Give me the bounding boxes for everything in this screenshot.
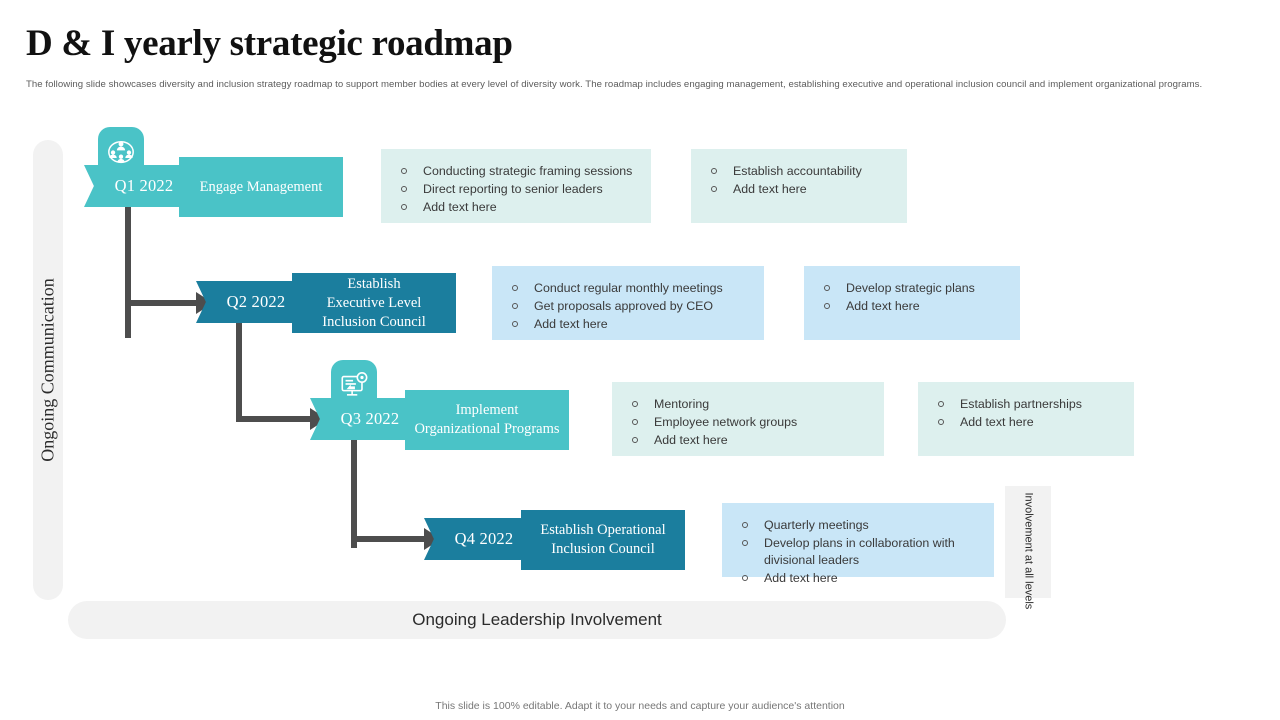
list-item: Add text here — [630, 432, 870, 449]
connector-q1-vertical — [125, 205, 131, 338]
connector-q1-horizontal — [125, 300, 207, 306]
bullet-list: Develop strategic plans Add text here — [822, 280, 1006, 315]
bullet-icon — [824, 303, 830, 309]
list-item: Employee network groups — [630, 414, 870, 431]
bullet-icon — [742, 575, 748, 581]
ongoing-communication-rail: Ongoing Communication — [33, 140, 63, 600]
ongoing-leadership-label: Ongoing Leadership Involvement — [412, 610, 662, 629]
connector-q3-horizontal — [351, 536, 435, 542]
list-item: Establish accountability — [709, 163, 893, 180]
bullet-list: Quarterly meetings Develop plans in coll… — [740, 517, 980, 587]
list-item: Conduct regular monthly meetings — [510, 280, 750, 297]
connector-q2-vertical — [236, 322, 242, 422]
bullet-icon — [512, 321, 518, 327]
bullet-icon — [938, 401, 944, 407]
bullet-icon — [512, 303, 518, 309]
quarter-label: Q4 2022 — [454, 529, 514, 548]
bullet-list: Establish accountability Add text here — [709, 163, 893, 198]
bullet-icon — [632, 419, 638, 425]
details-panel-q4-primary: Quarterly meetings Develop plans in coll… — [722, 503, 994, 585]
phase-box-q3[interactable]: Implement Organizational Programs — [405, 390, 569, 450]
quarter-label: Q3 2022 — [340, 409, 400, 428]
connector-q3-vertical — [351, 438, 357, 548]
list-item: Establish partnerships — [936, 396, 1120, 413]
bullet-icon — [401, 168, 407, 174]
bullet-list: Establish partnerships Add text here — [936, 396, 1120, 431]
phase-label: Establish Executive Level Inclusion Coun… — [322, 275, 426, 330]
quarter-banner-q4[interactable]: Q4 2022 — [424, 518, 534, 560]
list-item: Add text here — [399, 199, 637, 216]
bullet-icon — [711, 186, 717, 192]
phase-label: Establish Operational Inclusion Council — [540, 522, 666, 557]
bullet-icon — [632, 401, 638, 407]
phase-label: Implement Organizational Programs — [414, 402, 560, 437]
bullet-list: Mentoring Employee network groups Add te… — [630, 396, 870, 449]
bullet-list: Conduct regular monthly meetings Get pro… — [510, 280, 750, 333]
quarter-label: Q2 2022 — [226, 292, 286, 311]
bullet-icon — [742, 522, 748, 528]
page-subtitle: The following slide showcases diversity … — [26, 79, 1203, 90]
footer-note: This slide is 100% editable. Adapt it to… — [435, 700, 845, 712]
details-panel-q3-primary: Mentoring Employee network groups Add te… — [612, 382, 884, 456]
phase-box-q2[interactable]: Establish Executive Level Inclusion Coun… — [292, 273, 456, 333]
details-panel-q3-secondary: Establish partnerships Add text here — [918, 382, 1134, 456]
details-panel-q1-secondary: Establish accountability Add text here — [691, 149, 907, 223]
list-item: Add text here — [740, 570, 980, 587]
bullet-icon — [401, 186, 407, 192]
phase-box-q4[interactable]: Establish Operational Inclusion Council — [521, 510, 685, 570]
bullet-icon — [711, 168, 717, 174]
list-item: Add text here — [510, 316, 750, 333]
list-item: Add text here — [709, 181, 893, 198]
bullet-icon — [824, 285, 830, 291]
phase-box-q1[interactable]: Engage Management — [179, 157, 343, 217]
involvement-rail: Involvement at all levels — [1005, 486, 1051, 609]
list-item: Get proposals approved by CEO — [510, 298, 750, 315]
bullet-list: Conducting strategic framing sessions Di… — [399, 163, 637, 216]
list-item: Add text here — [822, 298, 1006, 315]
list-item: Direct reporting to senior leaders — [399, 181, 637, 198]
list-item: Develop plans in collaboration with divi… — [740, 535, 980, 569]
details-panel-q2-secondary: Develop strategic plans Add text here — [804, 266, 1020, 340]
bullet-icon — [742, 540, 748, 546]
details-panel-q2-primary: Conduct regular monthly meetings Get pro… — [492, 266, 764, 340]
bullet-icon — [401, 204, 407, 210]
bullet-icon — [938, 419, 944, 425]
phase-label: Engage Management — [199, 178, 323, 195]
details-panel-q1-primary: Conducting strategic framing sessions Di… — [381, 149, 651, 223]
bullet-icon — [512, 285, 518, 291]
list-item: Add text here — [936, 414, 1120, 431]
ongoing-communication-label: Ongoing Communication — [37, 278, 58, 462]
connector-q2-horizontal — [236, 416, 321, 422]
quarter-banner-q1[interactable]: Q1 2022 — [84, 165, 194, 207]
involvement-label: Involvement at all levels — [1022, 492, 1035, 609]
list-item: Mentoring — [630, 396, 870, 413]
quarter-banner-q3[interactable]: Q3 2022 — [310, 398, 420, 440]
quarter-banner-q2[interactable]: Q2 2022 — [196, 281, 306, 323]
page-title: D & I yearly strategic roadmap — [26, 23, 513, 64]
quarter-label: Q1 2022 — [114, 176, 174, 195]
list-item: Conducting strategic framing sessions — [399, 163, 637, 180]
list-item: Quarterly meetings — [740, 517, 980, 534]
list-item: Develop strategic plans — [822, 280, 1006, 297]
ongoing-leadership-bar: Ongoing Leadership Involvement — [68, 601, 1006, 639]
bullet-icon — [632, 437, 638, 443]
